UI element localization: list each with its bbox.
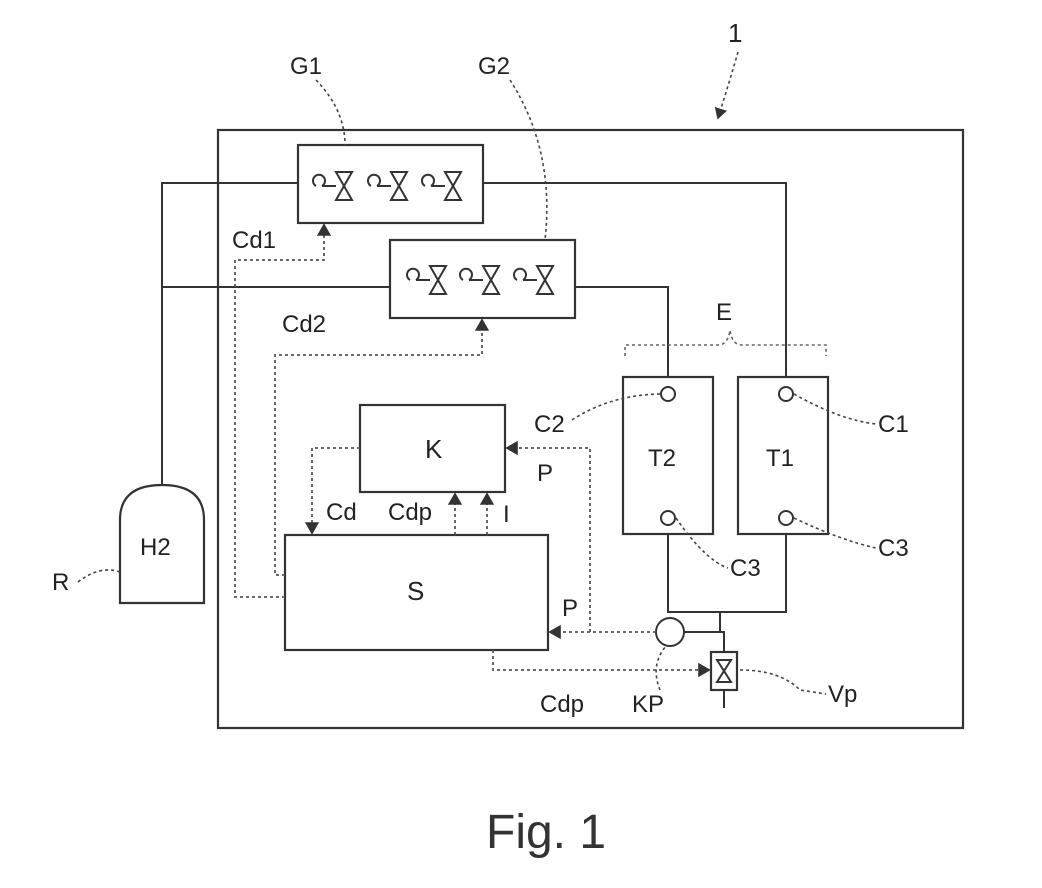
cdp-bottom-label: Cdp	[540, 691, 584, 718]
system-ref-label: 1	[728, 18, 742, 48]
g2-label: G2	[478, 53, 510, 80]
port-c2	[661, 387, 675, 401]
pressure-sensor-kp	[656, 618, 684, 646]
c3-right-label: C3	[878, 535, 909, 562]
kp-label: KP	[632, 691, 664, 718]
c2-label: C2	[534, 411, 565, 438]
vp-label: Vp	[828, 681, 857, 708]
cdp-top-label: Cdp	[388, 499, 432, 526]
p-top-label: P	[537, 460, 553, 487]
cell-group-label: E	[716, 299, 732, 326]
port-c1	[779, 387, 793, 401]
port-c3-t2	[661, 511, 675, 525]
t1-label: T1	[766, 445, 794, 472]
tank-ref-label: R	[52, 569, 69, 596]
system-ref-leader	[718, 52, 738, 118]
cd2-label: Cd2	[282, 311, 326, 338]
cd-label: Cd	[326, 499, 357, 526]
k-label: K	[425, 434, 443, 464]
g1-label: G1	[290, 53, 322, 80]
port-c3-t1	[779, 511, 793, 525]
p-bottom-label: P	[562, 595, 578, 622]
c1-label: C1	[878, 411, 909, 438]
tank-ref-leader	[78, 570, 120, 582]
s-label: S	[407, 576, 424, 606]
figure-caption: Fig. 1	[486, 806, 606, 859]
cd1-label: Cd1	[232, 227, 276, 254]
tank-label: H2	[140, 534, 171, 561]
c3-left-label: C3	[730, 555, 761, 582]
t2-label: T2	[648, 445, 676, 472]
i-label: I	[503, 501, 510, 528]
